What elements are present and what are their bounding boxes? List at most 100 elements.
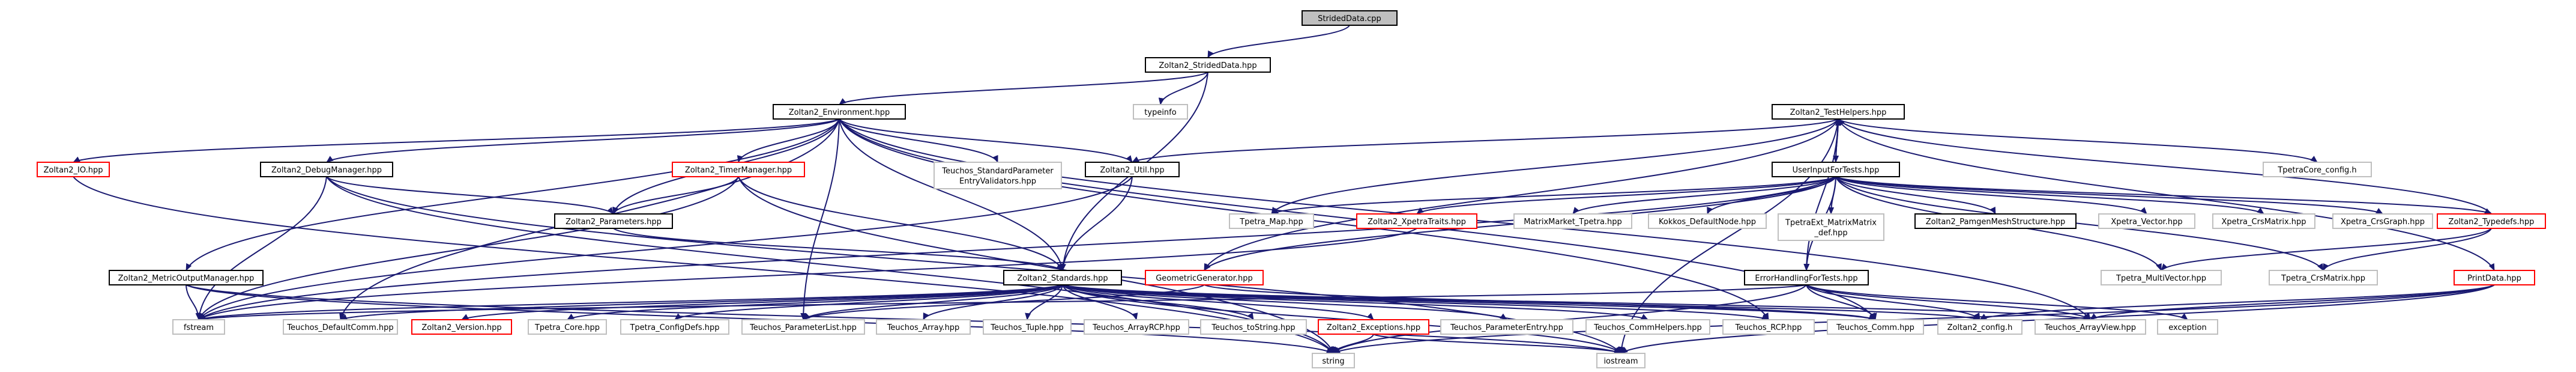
node-label: Teuchos_DefaultComm.hpp — [286, 323, 393, 332]
node-label: Zoltan2_Version.hpp — [421, 323, 501, 332]
edge-n24-to-n40 — [1062, 284, 1374, 320]
node-teuchos-commhelpers-hpp[interactable]: Teuchos_CommHelpers.hpp — [1585, 319, 1710, 335]
node-teuchos-tostring-hpp[interactable]: Teuchos_toString.hpp — [1200, 319, 1307, 335]
node-kokkos-defaultnode-hpp[interactable]: Kokkos_DefaultNode.hpp — [1648, 213, 1767, 229]
node-zoltan2-config-h[interactable]: Zoltan2_config.h — [1937, 319, 2022, 335]
node-teuchos-arrayrcp-hpp[interactable]: Teuchos_ArrayRCP.hpp — [1084, 319, 1189, 335]
node-label: Zoltan2_DebugManager.hpp — [271, 166, 382, 175]
node-box — [1827, 319, 1924, 335]
edge-n1-to-n2 — [839, 72, 1208, 105]
edge-n10-to-n21 — [1835, 176, 2383, 215]
node-tpetraext-matrixmatrix-def-hpp[interactable]: TpetraExt_MatrixMatrix_def.hpp — [1778, 213, 1884, 241]
node-box — [1744, 270, 1869, 285]
edge-n24-to-n30 — [198, 284, 1063, 321]
edge-n2-to-n24 — [839, 118, 1065, 271]
node-box — [2263, 162, 2372, 177]
edge-n22-to-n27 — [2161, 228, 2492, 271]
node-zoltan2-typedefs-hpp[interactable]: Zoltan2_Typedefs.hpp — [2437, 213, 2546, 229]
edge-n10-to-n20 — [1835, 176, 2264, 215]
node-zoltan2-debugmanager-hpp[interactable]: Zoltan2_DebugManager.hpp — [260, 162, 393, 177]
node-zoltan2-version-hpp[interactable]: Zoltan2_Version.hpp — [411, 319, 512, 335]
node-label: Teuchos_Array.hpp — [887, 323, 960, 332]
node-box — [934, 162, 1062, 189]
edge-n6-to-n12 — [326, 176, 614, 215]
node-zoltan2-exceptions-hpp[interactable]: Zoltan2_Exceptions.hpp — [1318, 319, 1429, 335]
edge-n4-to-n11 — [1838, 118, 2318, 163]
node-teuchos-rcp-hpp[interactable]: Teuchos_RCP.hpp — [1722, 319, 1815, 335]
node-label: UserInputForTests.hpp — [1793, 166, 1880, 175]
node-strideddata-cpp[interactable]: StridedData.cpp — [1302, 10, 1398, 26]
node-label: StridedData.cpp — [1318, 14, 1381, 23]
node-tpetracore-config-h[interactable]: TpetraCore_config.h — [2263, 162, 2372, 177]
node-label: Teuchos_StandardParameter — [941, 167, 1054, 176]
node-teuchos-arrayview-hpp[interactable]: Teuchos_ArrayView.hpp — [2035, 319, 2146, 335]
node-teuchos-comm-hpp[interactable]: Teuchos_Comm.hpp — [1827, 319, 1924, 335]
node-zoltan2-standards-hpp[interactable]: Zoltan2_Standards.hpp — [1003, 270, 1122, 285]
edge-n2-to-n23 — [186, 118, 840, 271]
node-typeinfo[interactable]: typeinfo — [1133, 104, 1188, 120]
node-zoltan2-pamgenmeshstructure-hpp[interactable]: Zoltan2_PamgenMeshStructure.hpp — [1914, 213, 2077, 229]
node-geometricgenerator-hpp[interactable]: GeometricGenerator.hpp — [1145, 270, 1264, 285]
node-teuchos-standardparameter-entryvalidators-hpp[interactable]: Teuchos_StandardParameterEntryValidators… — [934, 162, 1062, 189]
node-box — [2332, 213, 2433, 229]
node-zoltan2-xpetratraits-hpp[interactable]: Zoltan2_XpetraTraits.hpp — [1356, 213, 1477, 229]
node-box — [1085, 162, 1180, 177]
node-teuchos-defaultcomm-hpp[interactable]: Teuchos_DefaultComm.hpp — [283, 319, 398, 335]
edge-n24-to-n42 — [1062, 284, 1648, 320]
node-errorhandlingfortests-hpp[interactable]: ErrorHandlingForTests.hpp — [1744, 270, 1869, 285]
node-zoltan2-parameters-hpp[interactable]: Zoltan2_Parameters.hpp — [554, 213, 673, 229]
node-label: Teuchos_ParameterList.hpp — [749, 323, 857, 332]
node-box — [983, 319, 1072, 335]
node-xpetra-crsmatrix-hpp[interactable]: Xpetra_CrsMatrix.hpp — [2212, 213, 2315, 229]
node-string[interactable]: string — [1312, 353, 1355, 368]
node-teuchos-array-hpp[interactable]: Teuchos_Array.hpp — [876, 319, 971, 335]
node-teuchos-parameterentry-hpp[interactable]: Teuchos_ParameterEntry.hpp — [1440, 319, 1573, 335]
node-tpetra-core-hpp[interactable]: Tpetra_Core.hpp — [528, 319, 607, 335]
node-label: Teuchos_Tuple.hpp — [990, 323, 1064, 332]
node-tpetra-crsmatrix-hpp[interactable]: Tpetra_CrsMatrix.hpp — [2269, 270, 2378, 285]
node-iostream[interactable]: iostream — [1596, 353, 1645, 368]
node-label: EntryValidators.hpp — [959, 177, 1036, 186]
node-zoltan2-io-hpp[interactable]: Zoltan2_IO.hpp — [37, 162, 110, 177]
node-teuchos-parameterlist-hpp[interactable]: Teuchos_ParameterList.hpp — [741, 319, 865, 335]
edge-n24-to-n33 — [567, 284, 1063, 320]
node-box — [2035, 319, 2146, 335]
node-label: Teuchos_RCP.hpp — [1735, 323, 1802, 332]
node-zoltan2-timermanager-hpp[interactable]: Zoltan2_TimerManager.hpp — [672, 162, 805, 177]
node-box — [1772, 162, 1900, 177]
node-xpetra-crsgraph-hpp[interactable]: Xpetra_CrsGraph.hpp — [2332, 213, 2433, 229]
node-zoltan2-strideddata-hpp[interactable]: Zoltan2_StridedData.hpp — [1145, 57, 1271, 73]
node-zoltan2-testhelpers-hpp[interactable]: Zoltan2_TestHelpers.hpp — [1772, 104, 1905, 120]
node-tpetra-configdefs-hpp[interactable]: Tpetra_ConfigDefs.hpp — [620, 319, 729, 335]
node-label: Xpetra_Vector.hpp — [2111, 218, 2182, 227]
node-matrixmarket-tpetra-hpp[interactable]: MatrixMarket_Tpetra.hpp — [1513, 213, 1632, 229]
node-printdata-hpp[interactable]: PrintData.hpp — [2454, 270, 2535, 285]
node-box — [876, 319, 971, 335]
node-fstream[interactable]: fstream — [172, 319, 225, 335]
node-box — [2212, 213, 2315, 229]
node-box — [2269, 270, 2378, 285]
node-exception[interactable]: exception — [2157, 319, 2218, 335]
edge-n10-to-n22 — [1835, 176, 2492, 215]
edge-n26-to-n44 — [1806, 284, 1877, 320]
node-label: Tpetra_MultiVector.hpp — [2116, 274, 2206, 283]
node-label: Zoltan2_config.h — [1947, 323, 2013, 332]
node-tpetra-multivector-hpp[interactable]: Tpetra_MultiVector.hpp — [2101, 270, 2222, 285]
edge-n7-to-n12 — [613, 176, 739, 215]
node-tpetra-map-hpp[interactable]: Tpetra_Map.hpp — [1229, 213, 1314, 229]
node-box — [773, 104, 906, 120]
node-xpetra-vector-hpp[interactable]: Xpetra_Vector.hpp — [2098, 213, 2195, 229]
node-box — [1596, 353, 1645, 368]
edges-layer — [73, 25, 2495, 354]
edge-n6-to-n30 — [196, 176, 327, 320]
node-box — [554, 213, 673, 229]
node-zoltan2-metricoutputmanager-hpp[interactable]: Zoltan2_MetricOutputManager.hpp — [109, 270, 264, 285]
edge-n2-to-n5 — [73, 118, 840, 163]
node-teuchos-tuple-hpp[interactable]: Teuchos_Tuple.hpp — [983, 319, 1072, 335]
node-zoltan2-environment-hpp[interactable]: Zoltan2_Environment.hpp — [773, 104, 906, 120]
node-userinputfortests-hpp[interactable]: UserInputForTests.hpp — [1772, 162, 1900, 177]
edge-n10-to-n14 — [1416, 176, 1836, 215]
node-box — [1145, 270, 1264, 285]
node-zoltan2-util-hpp[interactable]: Zoltan2_Util.hpp — [1085, 162, 1180, 177]
node-label: Zoltan2_Environment.hpp — [789, 108, 890, 117]
